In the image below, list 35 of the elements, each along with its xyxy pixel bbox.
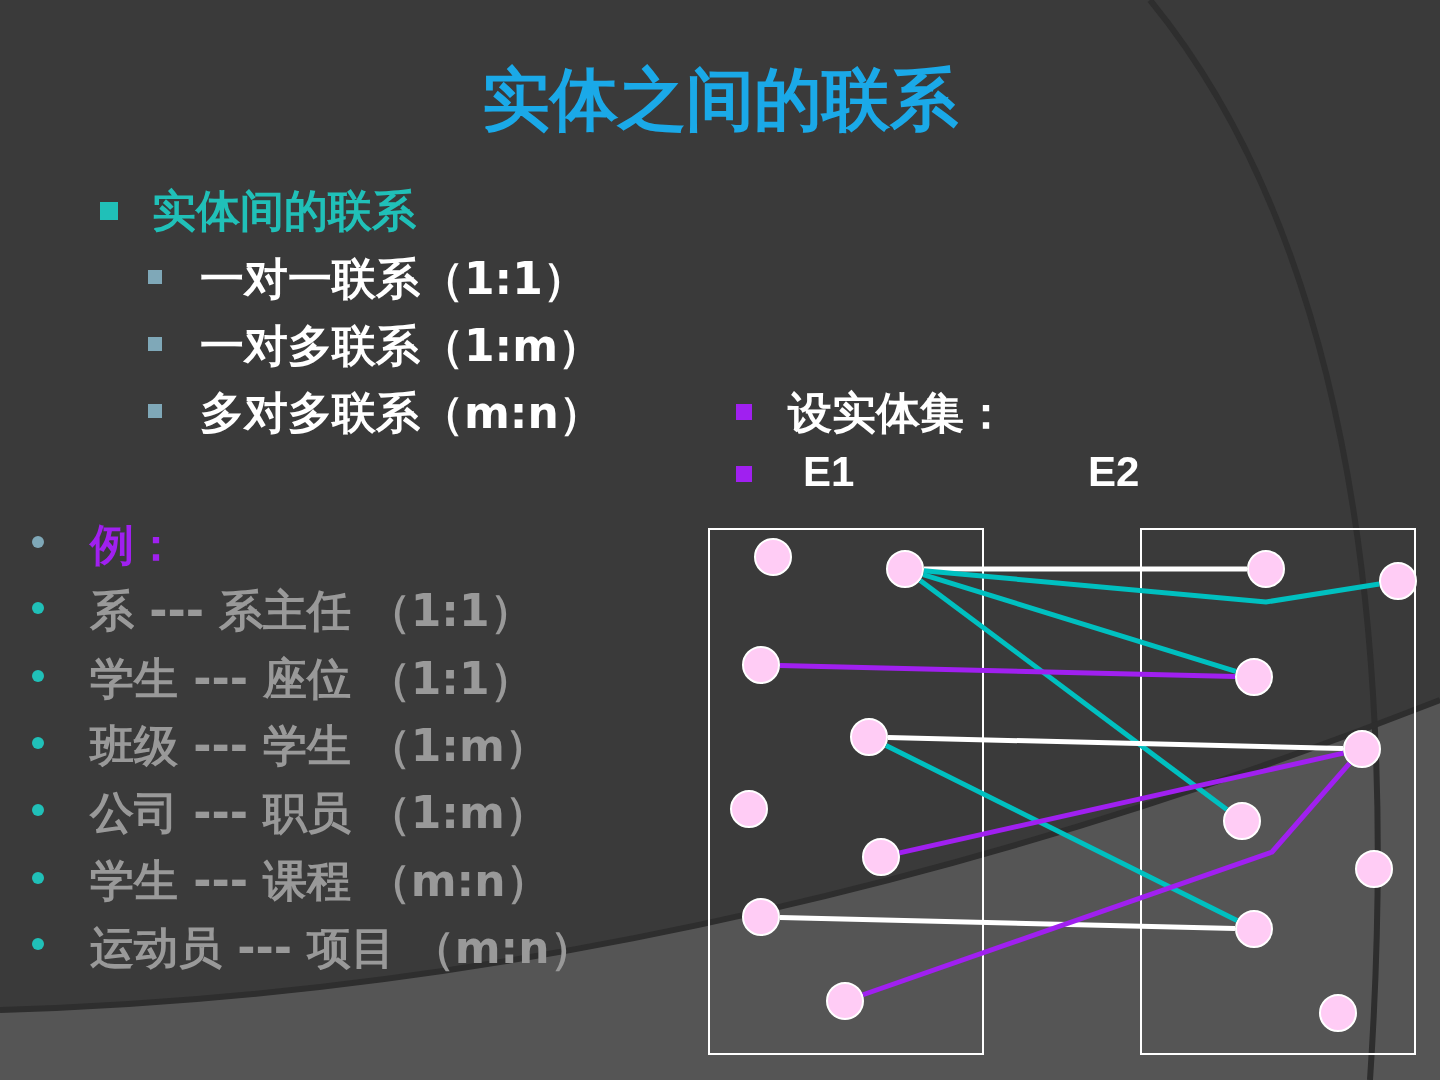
bullet-text: 一对多联系（1:m） bbox=[200, 319, 603, 373]
entity-dot bbox=[862, 838, 900, 876]
entity-dot bbox=[1247, 550, 1285, 588]
connector-line bbox=[779, 914, 1236, 932]
example-text: 学生 --- 座位 （1:1） bbox=[90, 652, 534, 706]
entity-dot bbox=[742, 898, 780, 936]
connector-line bbox=[918, 578, 1229, 812]
entity-set-name: E2 bbox=[1088, 448, 1140, 496]
entity-set-name: E1 bbox=[803, 448, 855, 496]
bullet-text: 设实体集： bbox=[788, 386, 1008, 440]
connector-line bbox=[922, 572, 1237, 674]
example-text: 系 --- 系主任 （1:1） bbox=[90, 584, 534, 638]
entity-dot bbox=[754, 538, 792, 576]
connector-line bbox=[884, 743, 1239, 923]
entity-dot bbox=[742, 646, 780, 684]
bullet-text: 一对一联系（1:1） bbox=[200, 252, 587, 306]
connector-line bbox=[779, 662, 1236, 680]
connector-line bbox=[899, 750, 1344, 856]
example-text: 公司 --- 职员 （1:m） bbox=[90, 786, 549, 840]
entity-dot bbox=[1235, 658, 1273, 696]
entity-dot bbox=[850, 718, 888, 756]
bullet-heading: 实体间的联系 bbox=[152, 184, 416, 238]
bullet-text: 多对多联系（m:n） bbox=[200, 386, 603, 440]
example-text: 学生 --- 课程 （m:n） bbox=[90, 854, 550, 908]
example-text: 运动员 --- 项目 （m:n） bbox=[90, 921, 595, 975]
entity-dot bbox=[886, 550, 924, 588]
connector-line bbox=[924, 566, 1247, 572]
entity-dot bbox=[1379, 562, 1417, 600]
slide-title: 实体之间的联系 bbox=[481, 59, 959, 141]
example-heading: 例： bbox=[90, 518, 178, 572]
connector-line bbox=[862, 761, 1352, 998]
connector-line bbox=[887, 734, 1344, 752]
entity-dot bbox=[730, 790, 768, 828]
example-text: 班级 --- 学生 （1:m） bbox=[90, 719, 549, 773]
connector-line bbox=[923, 568, 1380, 605]
